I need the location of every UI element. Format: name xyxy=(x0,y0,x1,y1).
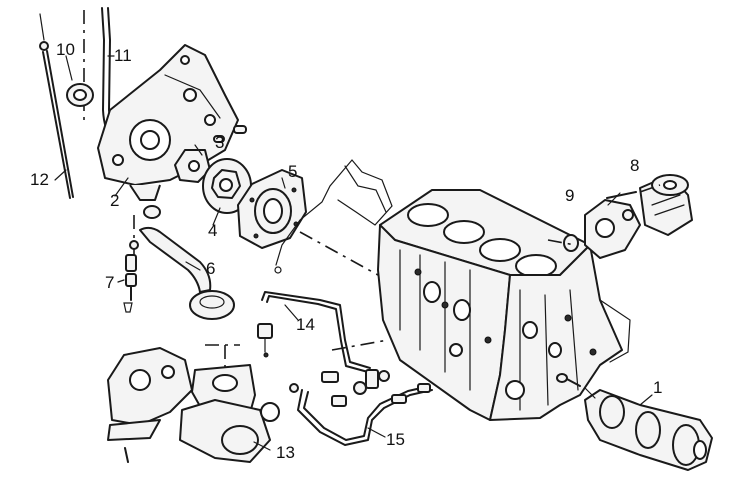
callout-4: 4 xyxy=(208,221,217,240)
callout-2: 2 xyxy=(110,191,119,210)
callout-5: 5 xyxy=(288,162,297,181)
callout-6: 6 xyxy=(206,259,215,278)
leader-lines xyxy=(54,55,653,451)
oil-pump-gasket-seal xyxy=(174,149,211,183)
callout-15: 15 xyxy=(386,430,405,449)
rear-oil-seal-retainer xyxy=(237,169,307,249)
oil-cooler-housing xyxy=(107,347,193,463)
callout-14: 14 xyxy=(296,315,315,334)
alignment-lines xyxy=(299,184,661,351)
callout-8: 8 xyxy=(630,156,639,175)
timing-cover-gasket xyxy=(274,159,393,274)
callout-1: 1 xyxy=(653,378,662,397)
oil-pressure-pipe xyxy=(257,291,390,389)
water-pump-housing xyxy=(179,344,280,463)
callout-7: 7 xyxy=(105,273,114,292)
oil-relief-valve-parts xyxy=(123,215,139,313)
callout-labels: 1 2 3 4 5 6 7 8 9 10 11 12 13 14 15 xyxy=(30,40,662,462)
callout-3: 3 xyxy=(215,133,224,152)
oil-filter xyxy=(639,174,693,236)
callout-10: 10 xyxy=(56,40,75,59)
dipstick-tube-seal xyxy=(66,83,94,107)
cylinder-block xyxy=(377,189,631,421)
callout-13: 13 xyxy=(276,443,295,462)
oil-pump-rotor xyxy=(202,158,252,214)
callout-11: 11 xyxy=(114,46,132,65)
coolant-pipe-hose xyxy=(289,371,433,446)
callout-12: 12 xyxy=(30,170,49,189)
dipstick xyxy=(39,13,74,199)
crankshaft xyxy=(556,373,713,471)
callout-9: 9 xyxy=(565,186,574,205)
oil-pump-dowel-pins xyxy=(213,125,247,143)
oil-strainer-pickup xyxy=(139,205,235,320)
oil-filter-adapter xyxy=(563,191,641,259)
